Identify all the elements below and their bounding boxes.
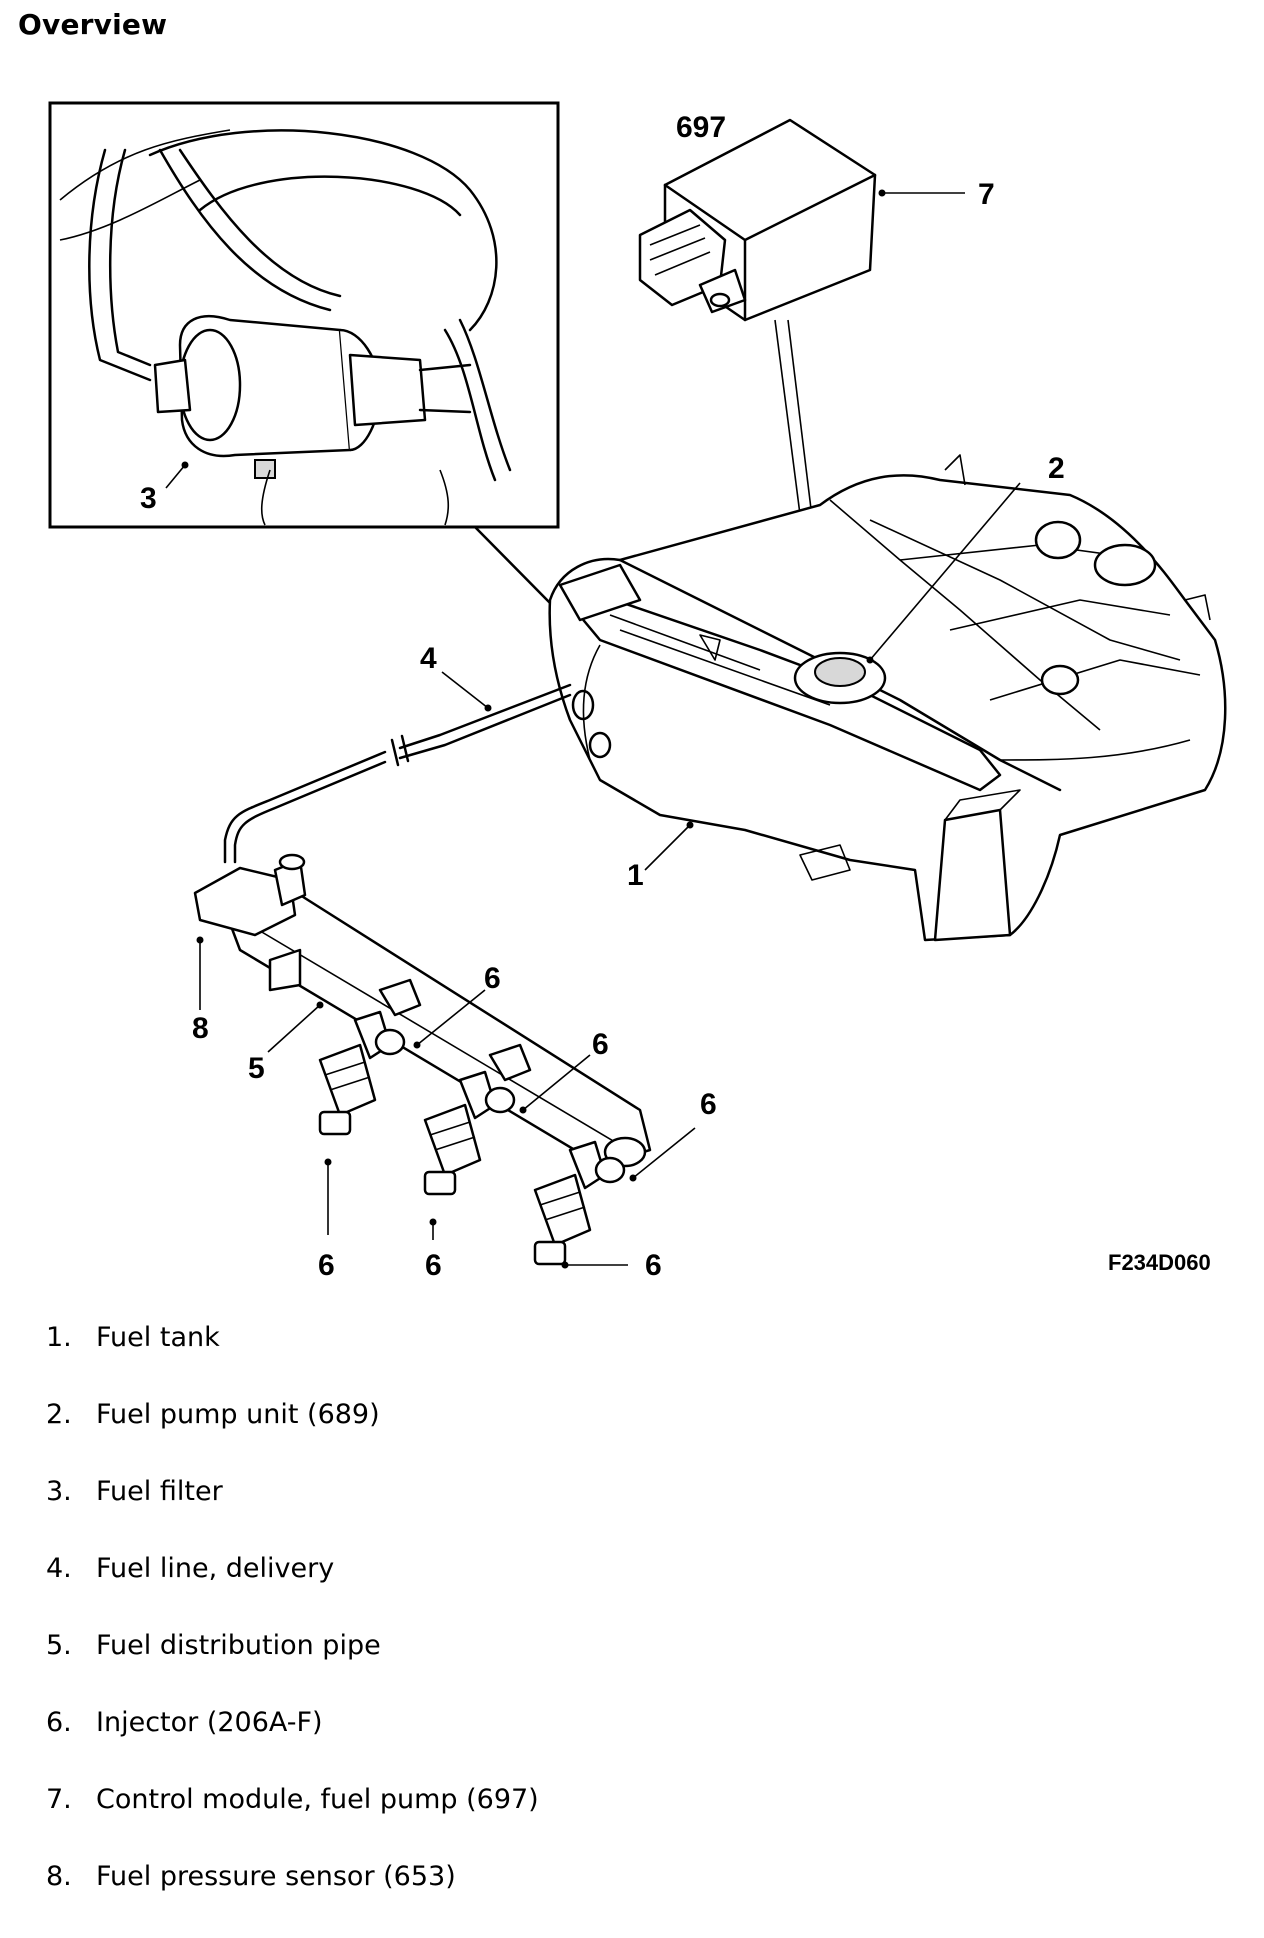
fuel-rail-icon bbox=[226, 893, 652, 1168]
callout-6-lower-mid: 6 bbox=[425, 1249, 442, 1282]
callout-2: 2 bbox=[1048, 452, 1065, 485]
legend-item: 1. Fuel tank bbox=[46, 1322, 539, 1399]
legend-item: 4. Fuel line, delivery bbox=[46, 1553, 539, 1630]
fuel-delivery-line bbox=[223, 683, 572, 864]
figure-reference-code: F234D060 bbox=[1108, 1250, 1211, 1275]
legend-text: Fuel pump unit (689) bbox=[96, 1399, 380, 1430]
legend-number: 4. bbox=[46, 1553, 72, 1584]
legend-number: 7. bbox=[46, 1784, 72, 1815]
callout-6-upper-right: 6 bbox=[700, 1088, 717, 1121]
legend-item: 5. Fuel distribution pipe bbox=[46, 1630, 539, 1707]
callout-8: 8 bbox=[192, 1012, 209, 1045]
legend-item: 3. Fuel filter bbox=[46, 1476, 539, 1553]
callout-6-upper-mid: 6 bbox=[592, 1028, 609, 1061]
fuel-system-diagram: 697 2 3 4 1 7 8 5 6 6 6 6 6 6 F234D060 bbox=[48, 101, 1227, 1282]
callout-6-lower-right: 6 bbox=[645, 1249, 662, 1282]
legend-number: 8. bbox=[46, 1861, 72, 1892]
legend-text: Fuel line, delivery bbox=[96, 1553, 335, 1584]
module-label: 697 bbox=[676, 111, 726, 144]
callout-6-upper-left: 6 bbox=[484, 962, 501, 995]
legend-text: Fuel pressure sensor (653) bbox=[96, 1861, 456, 1892]
callout-leaders bbox=[165, 189, 1021, 1269]
fuel-filter-detail-inset bbox=[48, 101, 560, 529]
page-title: Overview bbox=[18, 8, 168, 41]
fuel-filter-icon bbox=[153, 314, 512, 482]
legend-number: 1. bbox=[46, 1322, 72, 1353]
control-module-icon bbox=[638, 118, 877, 322]
injector-icon-3 bbox=[533, 1140, 626, 1266]
legend-item: 8. Fuel pressure sensor (653) bbox=[46, 1861, 539, 1938]
legend-text: Fuel distribution pipe bbox=[96, 1630, 381, 1661]
legend-text: Fuel tank bbox=[96, 1322, 220, 1353]
legend-number: 2. bbox=[46, 1399, 72, 1430]
injector-icon-1 bbox=[318, 1010, 406, 1136]
legend-text: Fuel filter bbox=[96, 1476, 223, 1507]
parts-legend: 1. Fuel tank 2. Fuel pump unit (689) 3. Fue… bbox=[46, 1322, 539, 1938]
legend-text: Injector (206A-F) bbox=[96, 1707, 323, 1738]
callout-7: 7 bbox=[978, 178, 995, 211]
legend-item: 2. Fuel pump unit (689) bbox=[46, 1399, 539, 1476]
callout-1: 1 bbox=[627, 859, 644, 892]
legend-number: 5. bbox=[46, 1630, 72, 1661]
legend-text: Control module, fuel pump (697) bbox=[96, 1784, 539, 1815]
callout-3: 3 bbox=[140, 482, 157, 515]
legend-item: 6. Injector (206A-F) bbox=[46, 1707, 539, 1784]
legend-number: 3. bbox=[46, 1476, 72, 1507]
callout-4: 4 bbox=[420, 642, 437, 675]
legend-item: 7. Control module, fuel pump (697) bbox=[46, 1784, 539, 1861]
callout-6-lower-left: 6 bbox=[318, 1249, 335, 1282]
legend-number: 6. bbox=[46, 1707, 72, 1738]
fuel-tank-icon bbox=[548, 454, 1227, 942]
fuel-pressure-sensor-icon bbox=[193, 853, 307, 937]
injector-icon-2 bbox=[423, 1070, 516, 1196]
callout-5: 5 bbox=[248, 1052, 265, 1085]
